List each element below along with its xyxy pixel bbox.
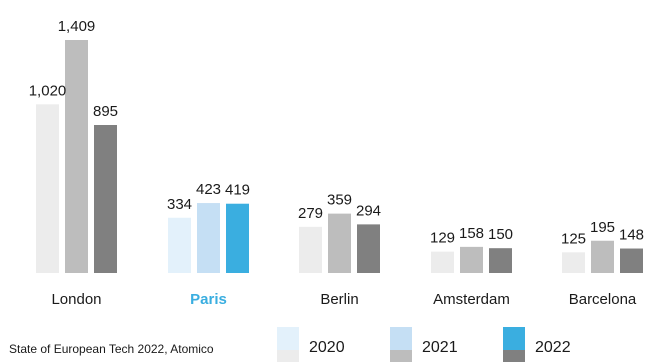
bar-london-2022 [94, 124, 117, 274]
bar-barcelona-2021 [591, 240, 614, 273]
value-label-amsterdam-2020: 129 [430, 230, 455, 247]
bar-amsterdam-2022 [489, 248, 512, 273]
legend-swatch-2021 [390, 327, 412, 362]
bar-paris-2020 [168, 217, 191, 273]
value-label-barcelona-2021: 195 [590, 219, 615, 236]
bars-layer [36, 40, 643, 274]
source-note: State of European Tech 2022, Atomico [9, 342, 214, 356]
legend-label-2022: 2022 [535, 339, 571, 356]
value-label-london-2022: 895 [93, 103, 118, 120]
category-label-london: London [51, 291, 101, 308]
value-label-london-2020: 1,020 [29, 82, 67, 99]
value-label-berlin-2020: 279 [298, 205, 323, 222]
bar-amsterdam-2021 [460, 246, 483, 273]
category-label-paris: Paris [190, 291, 227, 308]
bar-berlin-2022 [357, 224, 380, 273]
value-label-berlin-2021: 359 [327, 192, 352, 209]
value-label-paris-2020: 334 [167, 196, 192, 213]
legend-label-2020: 2020 [309, 339, 345, 356]
category-label-amsterdam: Amsterdam [433, 291, 510, 308]
legend-swatch-2022 [503, 327, 525, 362]
legend-label-2021: 2021 [422, 339, 458, 356]
bar-paris-2021 [197, 203, 220, 273]
legend-swatch-2020 [277, 327, 299, 362]
value-label-paris-2022: 419 [225, 182, 250, 199]
bar-amsterdam-2020 [431, 251, 454, 273]
category-label-berlin: Berlin [320, 291, 358, 308]
legend: 2020 2021 2022 [0, 327, 653, 362]
value-label-barcelona-2020: 125 [561, 230, 586, 247]
value-label-barcelona-2022: 148 [619, 227, 644, 244]
bar-berlin-2021 [328, 213, 351, 273]
value-label-london-2021: 1,409 [58, 18, 96, 35]
bar-london-2020 [36, 104, 59, 273]
category-labels-layer: London Paris Berlin Amsterdam Barcelona [51, 291, 636, 308]
bar-berlin-2020 [299, 226, 322, 273]
value-label-amsterdam-2022: 150 [488, 226, 513, 243]
value-label-amsterdam-2021: 158 [459, 225, 484, 242]
value-label-berlin-2022: 294 [356, 202, 381, 219]
bar-london-2021 [65, 40, 88, 273]
bar-barcelona-2022 [620, 248, 643, 273]
bar-barcelona-2020 [562, 252, 585, 273]
bar-paris-2022 [226, 203, 249, 273]
value-label-paris-2021: 423 [196, 181, 221, 198]
category-label-barcelona: Barcelona [569, 291, 637, 308]
